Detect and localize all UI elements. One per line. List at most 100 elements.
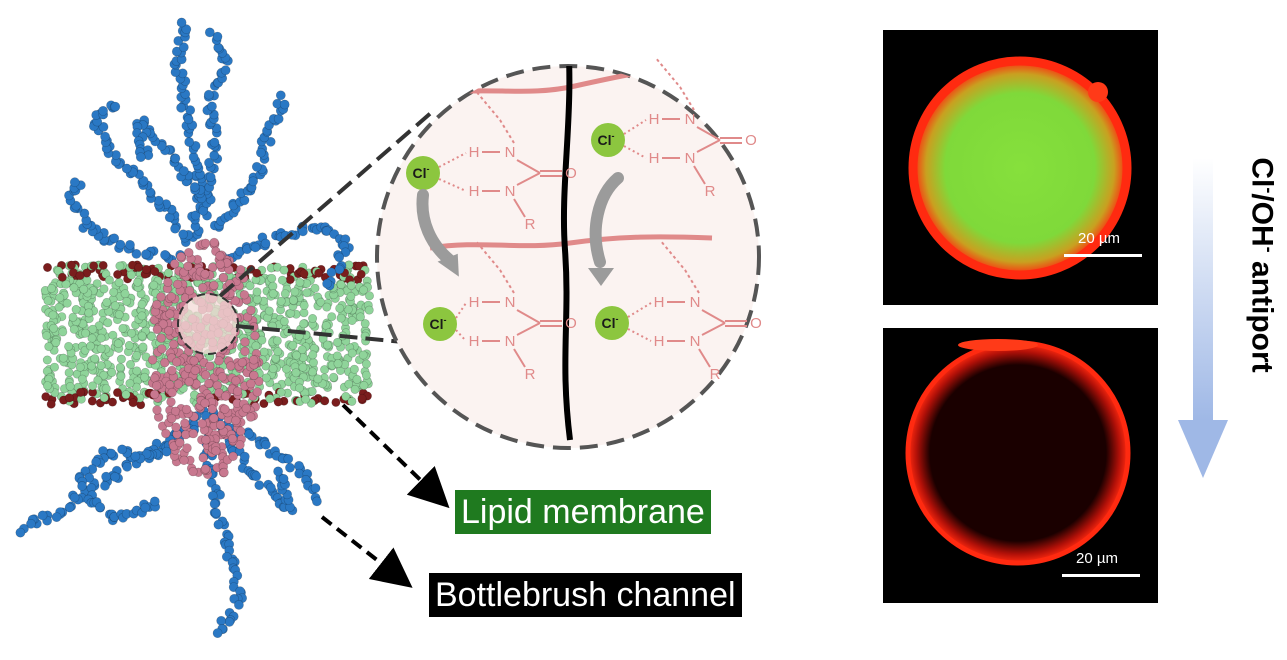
lipid-tail-bead xyxy=(349,364,359,374)
channel-core-bead xyxy=(215,420,226,430)
chloride-ion xyxy=(406,156,440,190)
polymer-bead xyxy=(51,512,62,522)
lipid-tail-bead xyxy=(276,387,286,397)
polymer-bead xyxy=(170,223,180,234)
hydrogen-atom: H xyxy=(649,150,660,167)
lipid-tail-bead xyxy=(265,394,275,404)
lipid-tail-bead xyxy=(90,354,100,364)
r-group: R xyxy=(705,183,716,200)
lipid-tail-bead xyxy=(42,355,52,365)
lipid-tail-bead xyxy=(164,268,174,278)
lipid-tail-bead xyxy=(64,368,74,378)
lipid-headgroup-bead xyxy=(356,269,366,279)
lipid-tail-bead xyxy=(264,306,274,316)
bottlebrush-molecule-illustration xyxy=(15,17,374,638)
polymer-bead xyxy=(125,239,135,250)
polymer-bead xyxy=(121,163,132,174)
polymer-bead xyxy=(190,210,201,221)
lipid-chain-middle xyxy=(429,234,713,251)
polymer-bead xyxy=(15,527,26,538)
scale-label-top: 20 µm xyxy=(1078,230,1120,247)
channel-core-bead xyxy=(209,237,219,248)
vesicle-green-image xyxy=(908,56,1132,280)
polymer-bead xyxy=(64,502,75,513)
lipid-tail-bead xyxy=(279,316,289,326)
polymer-bead xyxy=(326,267,337,278)
polymer-bead xyxy=(171,46,182,57)
lipid-tail-bead xyxy=(116,354,126,364)
channel-core-bead xyxy=(249,355,259,365)
lipid-tail-bead xyxy=(268,281,278,291)
channel-core-bead xyxy=(237,357,248,368)
lipid-headgroup-bead xyxy=(314,268,324,278)
lipid-tail-bead xyxy=(96,344,106,354)
lipid-tail-bead xyxy=(137,299,147,309)
polymer-bead xyxy=(224,617,235,627)
channel-core-bead xyxy=(209,413,219,423)
scale-bar-top xyxy=(1064,254,1142,257)
channel-core-bead xyxy=(147,355,158,365)
polymer-bead xyxy=(285,462,295,473)
lipid-tail-bead xyxy=(268,364,278,374)
polymer-bead xyxy=(213,519,224,530)
bond xyxy=(513,198,526,218)
bottlebrush-channel-label: Bottlebrush channel xyxy=(429,573,742,617)
lipid-tail-bead xyxy=(291,368,301,378)
bottlebrush-channel-pointer-arrow xyxy=(320,515,413,588)
lipid-tail-bead xyxy=(137,311,147,321)
lipid-tail-bead xyxy=(281,364,291,374)
lipid-tail-bead xyxy=(49,323,59,333)
lipid-tail-bead xyxy=(110,301,120,311)
polymer-bead xyxy=(181,24,192,35)
micrograph-before: 20 µm xyxy=(883,30,1158,305)
channel-core-bead xyxy=(149,389,160,399)
lipid-tail-bead xyxy=(310,283,320,293)
lipid-tail-bead xyxy=(43,296,53,306)
lipid-tail-bead xyxy=(87,361,97,371)
polymer-bead xyxy=(178,42,189,53)
lipid-tail-bead xyxy=(58,327,68,337)
lipid-headgroup-bead xyxy=(76,387,86,397)
channel-core-bead xyxy=(209,280,219,291)
channel-core-bead xyxy=(167,387,177,398)
channel-core-bead xyxy=(220,391,231,401)
lipid-tail-bead xyxy=(316,297,326,307)
channel-core-bead xyxy=(152,405,162,415)
chloride-symbol: Cl- xyxy=(598,131,615,148)
channel-core-bead xyxy=(161,428,171,439)
lipid-tail-bead xyxy=(93,375,103,385)
polymer-bead xyxy=(176,17,187,28)
lipid-tail-bead xyxy=(127,328,137,338)
polymer-bead xyxy=(322,278,332,289)
lipid-headgroup-bead xyxy=(41,392,51,402)
lipid-headgroup-bead xyxy=(285,275,295,285)
channel-core-bead xyxy=(198,283,208,293)
lipid-headgroup-bead xyxy=(46,399,56,409)
polymer-bead xyxy=(279,99,290,110)
lipid-tail-bead xyxy=(332,337,342,347)
lipid-tail-bead xyxy=(147,331,157,341)
lipid-headgroup-bead xyxy=(259,399,269,409)
nitrogen-atom: N xyxy=(690,333,701,350)
lipid-tail-bead xyxy=(327,312,337,322)
nitrogen-atom: N xyxy=(505,333,516,350)
lipid-tail-bead xyxy=(54,302,64,312)
lipid-tail-bead xyxy=(103,318,113,328)
r-group: R xyxy=(710,366,721,383)
lipid-tail-bead xyxy=(273,347,283,357)
polymer-bead xyxy=(98,106,108,116)
channel-core-bead xyxy=(151,381,162,391)
channel-core-bead xyxy=(207,404,218,414)
channel-core-bead xyxy=(228,451,238,461)
polymer-bead xyxy=(141,249,151,260)
polymer-bead xyxy=(251,471,262,482)
polymer-bead xyxy=(140,502,151,513)
lipid-tail-bead xyxy=(361,370,371,380)
lipid-tail-bead xyxy=(346,280,356,290)
lipid-tail-bead xyxy=(308,350,318,360)
lipid-tail-bead xyxy=(65,381,75,391)
lipid-tail-bead xyxy=(307,386,317,396)
lipid-tail-bead xyxy=(88,324,98,334)
polymer-bead xyxy=(178,229,189,240)
